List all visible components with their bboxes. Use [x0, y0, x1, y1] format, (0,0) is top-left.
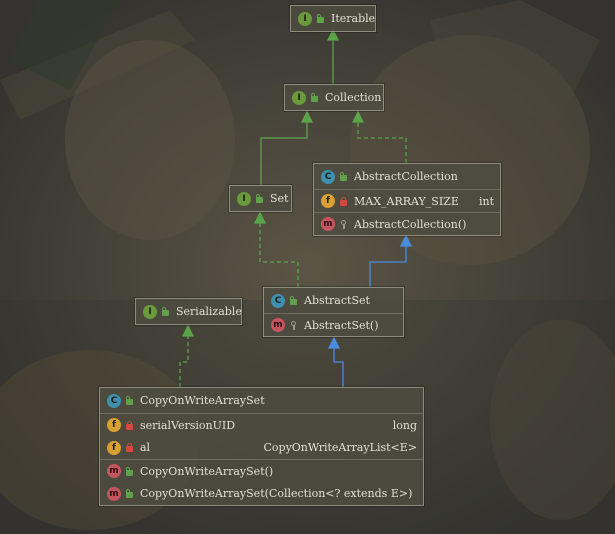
field-icon: f — [107, 418, 121, 432]
field-icon: f — [107, 440, 121, 455]
method-name: CopyOnWriteArraySet(Collection<? extends… — [140, 487, 413, 500]
node-title: Collection — [325, 91, 382, 104]
edge-arrowhead — [327, 336, 341, 349]
edge-abstractcollection-collection — [357, 117, 407, 163]
field-row[interactable]: f serialVersionUID long — [100, 413, 423, 436]
edge-abstractset-set — [259, 218, 299, 287]
method-row[interactable]: m AbstractSet() — [264, 313, 403, 336]
field-row[interactable]: f MAX_ARRAY_SIZE int — [314, 189, 500, 212]
class-icon: C — [107, 393, 121, 408]
method-icon: m — [107, 486, 121, 501]
field-name: serialVersionUID — [140, 418, 236, 432]
node-title: Set — [270, 192, 289, 205]
interface-icon: I — [143, 304, 157, 319]
method-icon: m — [321, 217, 335, 231]
edge-arrowhead — [300, 110, 314, 123]
edge-arrowhead — [326, 28, 340, 41]
public-lock-icon — [125, 396, 134, 405]
node-title: CopyOnWriteArraySet — [140, 394, 265, 407]
abstract-class-icon: C — [321, 169, 335, 184]
method-name: AbstractCollection() — [354, 217, 467, 231]
node-header: C CopyOnWriteArraySet — [100, 388, 423, 413]
public-lock-icon — [339, 172, 348, 181]
public-lock-icon — [310, 93, 319, 102]
node-set[interactable]: I Set — [229, 185, 292, 212]
node-abstract-collection[interactable]: C AbstractCollection f MAX_ARRAY_SIZE in… — [313, 163, 501, 236]
node-header: I Serializable — [136, 299, 242, 324]
method-row[interactable]: m CopyOnWriteArraySet(Collection<? exten… — [100, 482, 423, 505]
node-abstract-set[interactable]: C AbstractSet m AbstractSet() — [263, 287, 404, 337]
private-lock-icon — [125, 443, 134, 452]
node-collection[interactable]: I Collection — [284, 84, 384, 111]
method-row[interactable]: m CopyOnWriteArraySet() — [100, 459, 423, 482]
field-name: MAX_ARRAY_SIZE — [354, 194, 459, 208]
node-header: C AbstractSet — [264, 288, 403, 313]
method-name: AbstractSet() — [304, 318, 379, 332]
node-title: Iterable — [331, 12, 376, 25]
protected-key-icon — [289, 320, 298, 330]
node-header: I Iterable — [291, 6, 375, 31]
node-serializable[interactable]: I Serializable — [135, 298, 242, 325]
node-title: Serializable — [176, 305, 242, 318]
method-icon: m — [107, 464, 121, 478]
public-lock-icon — [161, 307, 170, 316]
public-lock-icon — [125, 466, 134, 476]
interface-icon: I — [237, 191, 251, 206]
edge-cowas-abstractset — [333, 343, 344, 387]
edge-set-collection — [260, 117, 308, 185]
abstract-class-icon: C — [271, 293, 285, 308]
node-header: I Set — [230, 186, 291, 211]
interface-icon: I — [292, 90, 306, 105]
field-icon: f — [321, 194, 335, 208]
node-header: C AbstractCollection — [314, 164, 500, 189]
field-type: int — [478, 194, 494, 208]
method-name: CopyOnWriteArraySet() — [140, 464, 274, 478]
interface-icon: I — [298, 11, 312, 26]
node-title: AbstractCollection — [354, 170, 458, 183]
field-name: al — [140, 441, 151, 454]
edge-arrowhead — [181, 324, 195, 337]
public-lock-icon — [125, 489, 134, 498]
public-lock-icon — [255, 194, 264, 203]
field-type: long — [392, 418, 417, 432]
node-copy-on-write-array-set[interactable]: C CopyOnWriteArraySet f serialVersionUID… — [99, 387, 424, 506]
field-row[interactable]: f al CopyOnWriteArrayList<E> — [100, 436, 423, 459]
node-iterable[interactable]: I Iterable — [290, 5, 376, 32]
edge-arrowhead — [351, 110, 365, 123]
node-title: AbstractSet — [304, 294, 370, 307]
method-row[interactable]: m AbstractCollection() — [314, 212, 500, 235]
protected-key-icon — [339, 219, 348, 229]
method-icon: m — [271, 318, 285, 332]
private-lock-icon — [339, 196, 348, 206]
edge-abstractset-abstractcollection — [369, 241, 407, 287]
private-lock-icon — [125, 420, 134, 430]
public-lock-icon — [316, 14, 325, 23]
field-type: CopyOnWriteArrayList<E> — [263, 441, 417, 454]
public-lock-icon — [289, 296, 298, 305]
edge-arrowhead — [399, 234, 413, 247]
edge-arrowhead — [253, 211, 267, 224]
node-header: I Collection — [285, 85, 383, 110]
edge-cowas-serializable — [179, 331, 189, 387]
